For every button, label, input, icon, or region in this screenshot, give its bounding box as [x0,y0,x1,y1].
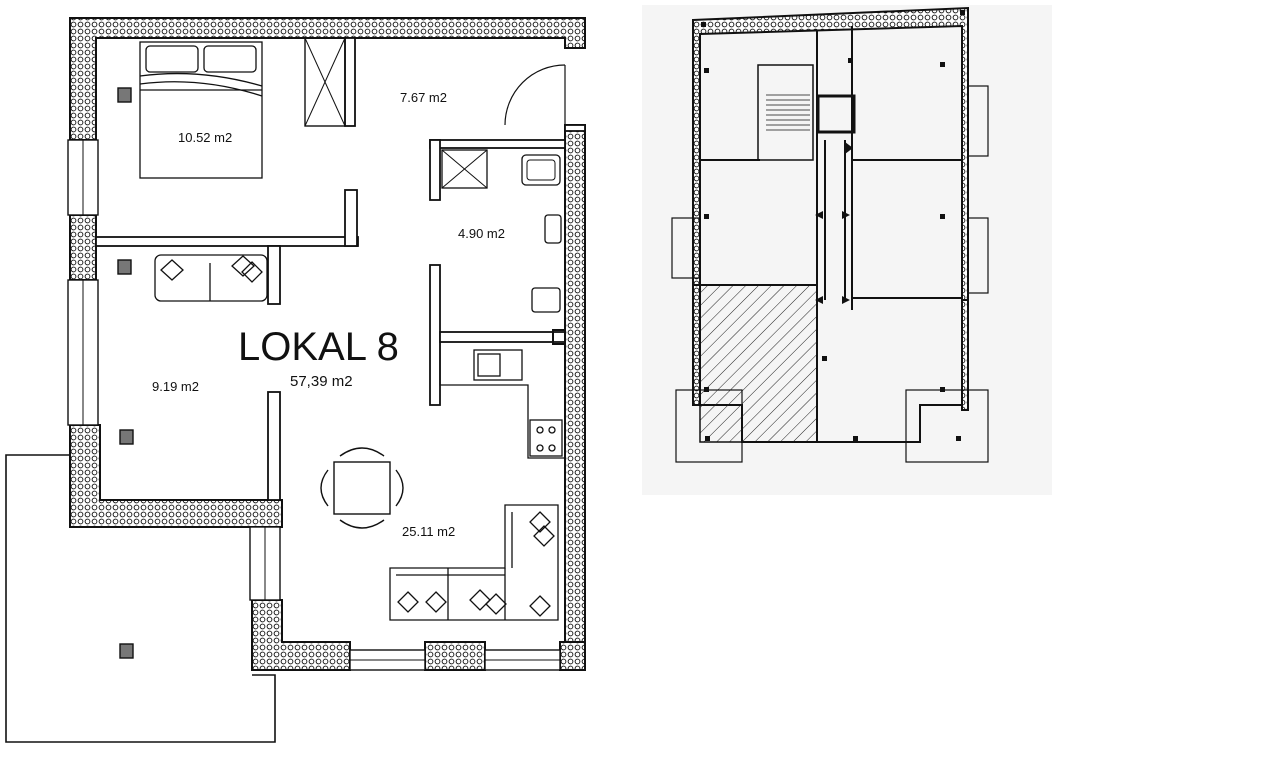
unit-plan [5,17,586,743]
room-area-hall: 7.67 m2 [400,90,447,105]
corner-sofa [389,504,559,621]
room-area-bedroom: 10.52 m2 [178,130,232,145]
exterior-wall [564,124,586,643]
exterior-wall [69,214,97,281]
washing-machine [521,154,561,186]
toilet [544,214,562,244]
building-overview [642,5,1052,495]
terrace-outline [5,454,276,743]
bath-sink [531,287,561,313]
sofa [154,254,268,302]
exterior-wall [559,641,586,671]
double-bed [139,41,263,179]
highlighted-unit [699,284,818,443]
unit-title: LOKAL 8 [238,325,399,369]
shower-tray [441,149,488,189]
wardrobe [304,37,346,127]
exterior-wall [251,599,351,671]
unit-area: 57,39 m2 [290,373,353,390]
room-area-living-kitchen: 25.11 m2 [402,524,455,539]
room-area-room-2: 9.19 m2 [152,379,199,394]
exterior-wall [424,641,486,671]
room-area-bathroom: 4.90 m2 [458,226,505,241]
dining-table [320,447,404,529]
kitchen-counter [439,342,565,459]
interior-walls [95,37,586,501]
exterior-wall [69,17,586,141]
exterior-wall [69,424,283,528]
